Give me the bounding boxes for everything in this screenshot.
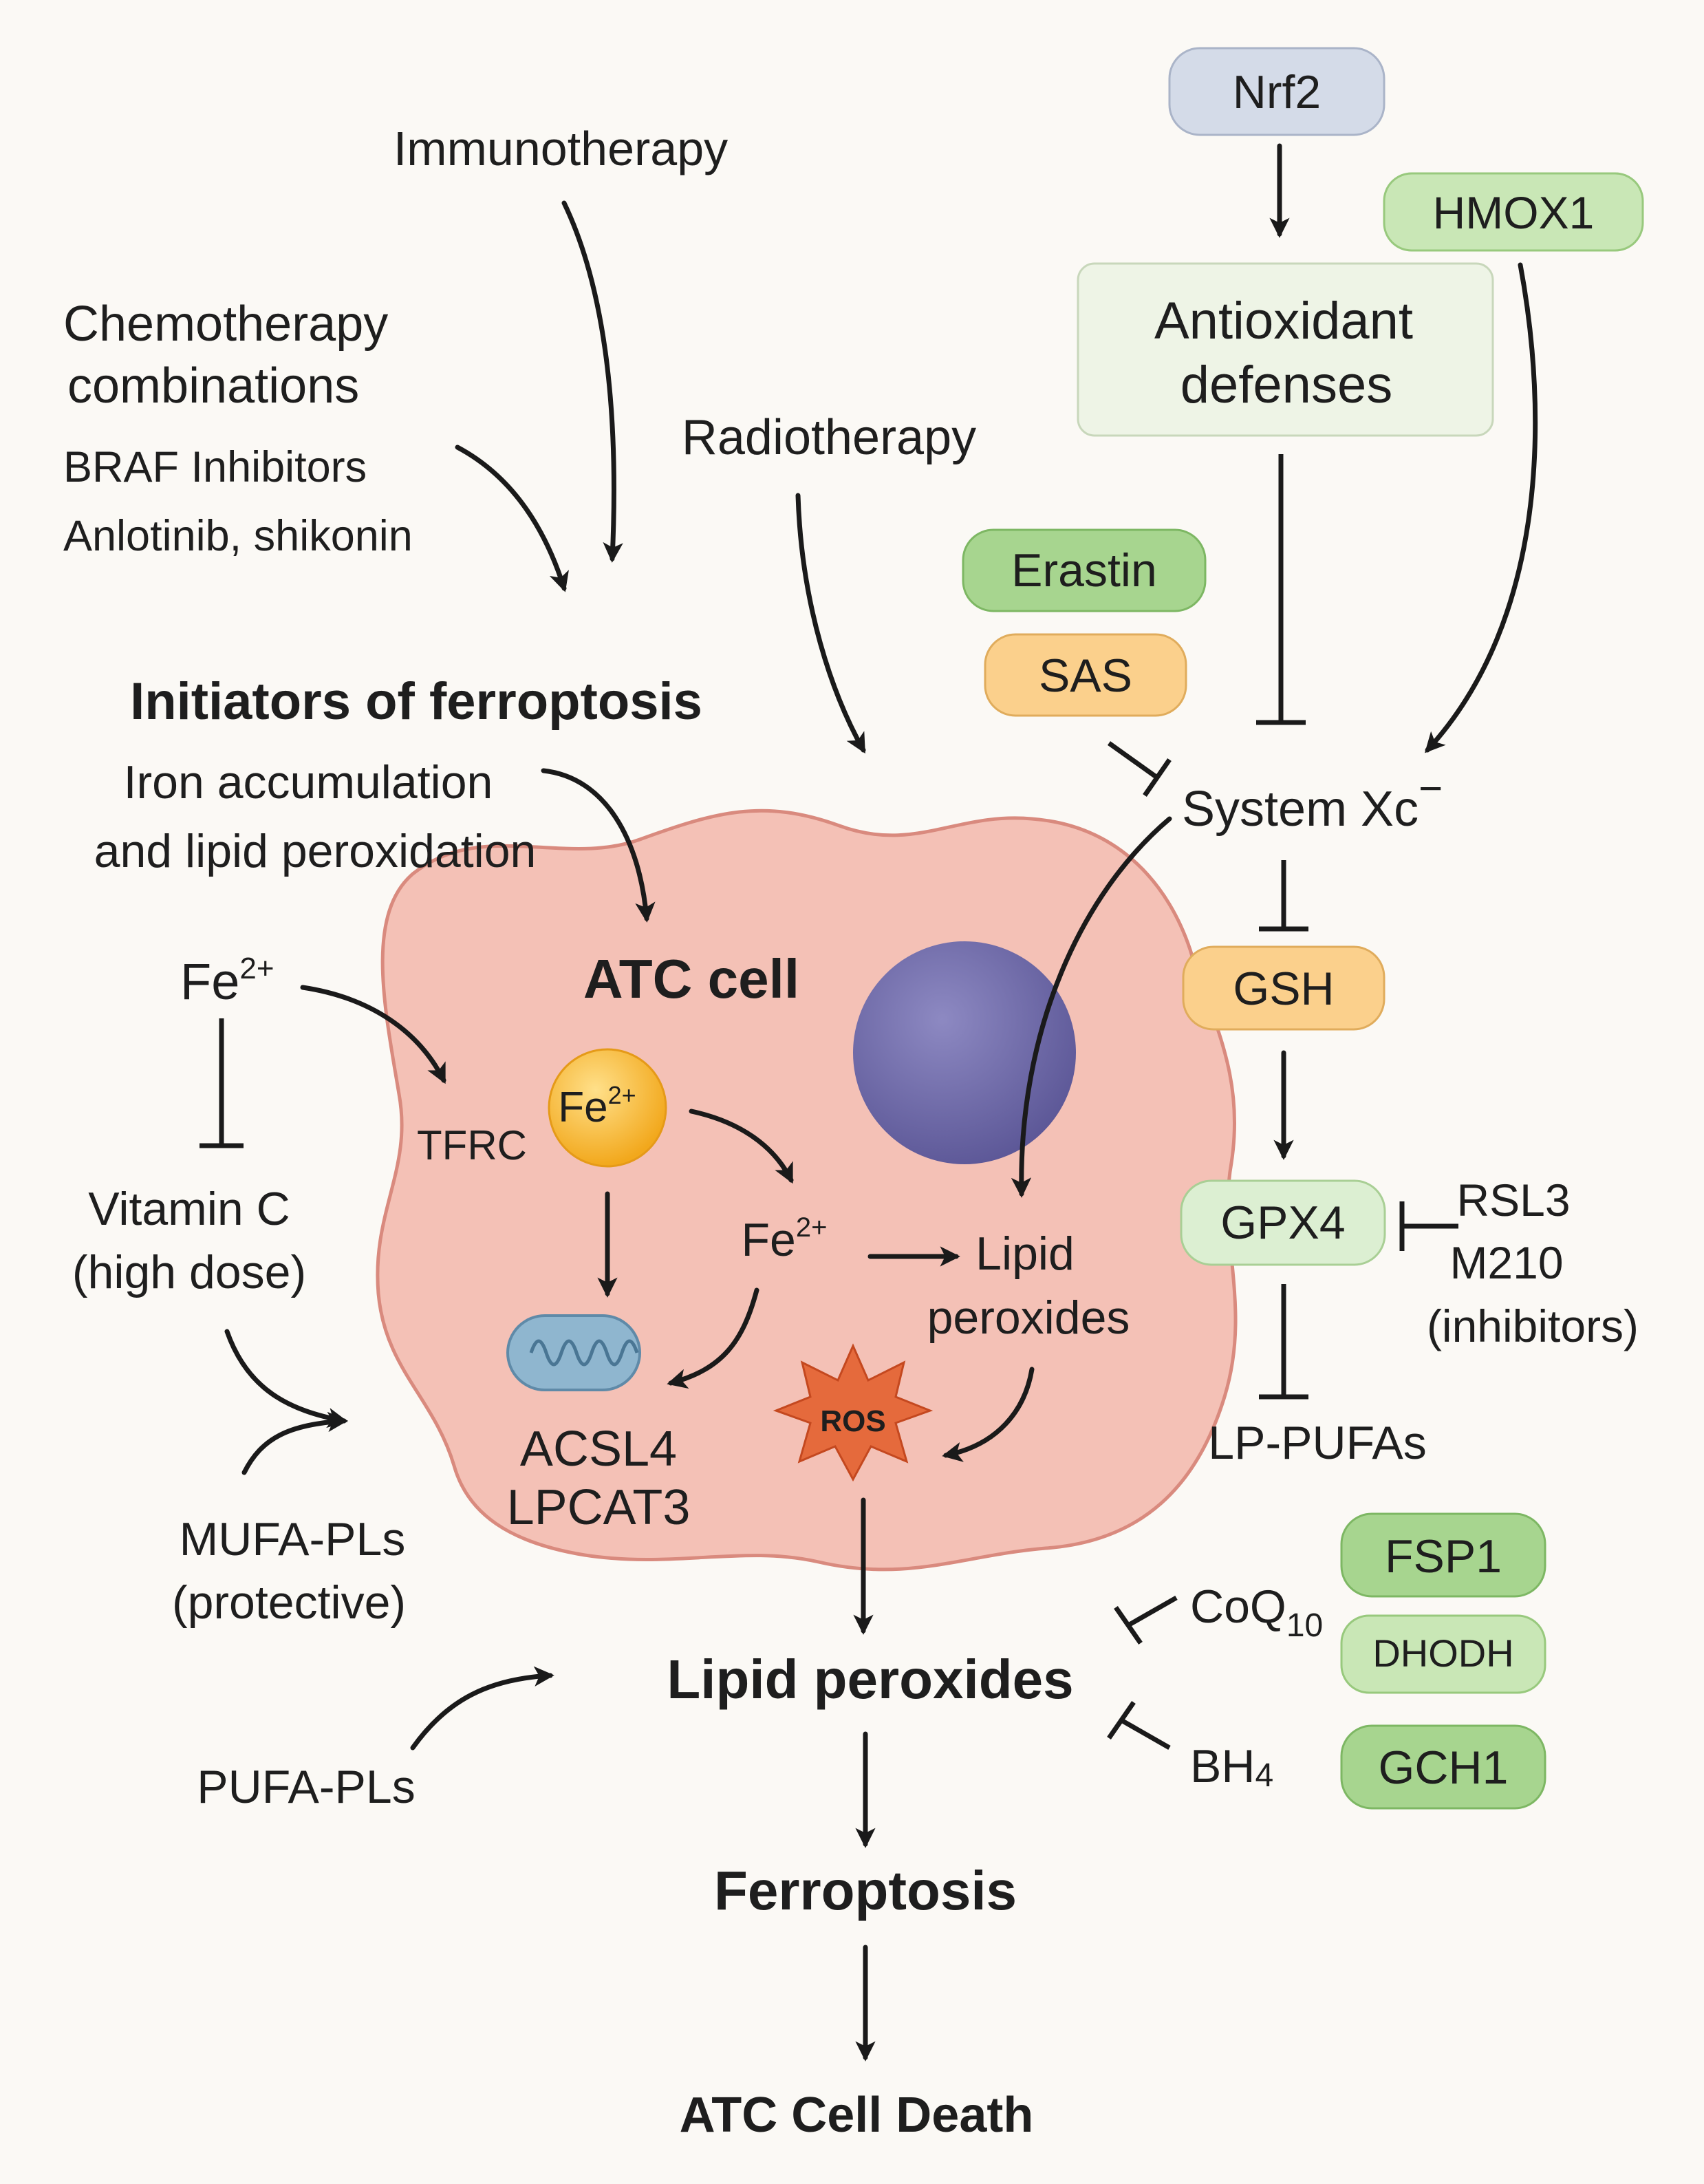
inhibit-rsl3-gpx4 [1399,1201,1458,1251]
arrow-fe-to-acsl4 [667,1287,759,1389]
nrf2-pill [1168,47,1385,136]
combinations-label: combinations [67,358,359,414]
pufa-pls-label: PUFA-PLs [197,1761,415,1813]
atc-cell-title: ATC cell [583,948,799,1009]
ros-burst-icon [773,1343,934,1482]
gsh-label: GSH [1233,963,1334,1015]
nrf2-label: Nrf2 [1233,66,1321,118]
arrow-immunotherapy [561,200,623,563]
mitochondrion-icon [506,1314,641,1391]
ferroptosis-title: Ferroptosis [714,1860,1017,1921]
inhibit-bh4-lipid [1107,1701,1171,1751]
sas-label: SAS [1039,650,1132,702]
fe-free-label: Fe2+ [742,1212,828,1266]
braf-inhibitors-label: BRAF Inhibitors [63,443,367,491]
bh4-label: BH4 [1190,1740,1273,1794]
erastin-pill [962,528,1207,612]
arrow-lipid-to-ros [942,1367,1035,1462]
fe-iron-ball [548,1048,667,1168]
dhodh-pill [1340,1614,1546,1694]
fe-left-label: Fe2+ [180,952,274,1010]
inhibit-coq-lipid [1114,1595,1178,1645]
arrow-ball-to-fe [689,1109,794,1184]
acsl4-label: ACSL4 [520,1422,677,1477]
vitamin-c-label: Vitamin C [88,1183,290,1235]
antioxidant-defenses-box [1077,262,1494,437]
gpx4-pill [1180,1179,1386,1266]
chemotherapy-label: Chemotherapy [63,297,388,352]
arrow-mufa-to-cell [241,1411,348,1475]
ros-label: ROS [820,1404,885,1438]
arrow-fe-to-tfrc [300,985,446,1084]
erastin-label: Erastin [1011,544,1157,597]
fsp1-pill [1340,1512,1546,1598]
inhibitors-label: (inhibitors) [1427,1300,1639,1351]
fsp1-label: FSP1 [1385,1530,1502,1583]
inhibit-defenses-xc [1256,454,1306,725]
inhibit-gpx4-lppufas [1259,1284,1308,1400]
anlotinib-shikonin-label: Anlotinib, shikonin [63,512,413,560]
mufa-pls-label: MUFA-PLs [180,1513,406,1565]
arrow-xc-to-lipid [1011,816,1172,1198]
arrow-pufa-to-lipid [410,1666,554,1751]
lipid-peroxidation-label: and lipid peroxidation [94,825,537,877]
high-dose-label: (high dose) [72,1246,306,1298]
system-xc-label: System Xc− [1182,765,1443,837]
antioxidant-label: Antioxidant [1154,292,1413,350]
cell-lipid-label: Lipid [975,1228,1075,1280]
hmox1-label: HMOX1 [1433,187,1595,238]
initiators-title: Initiators of ferroptosis [130,672,702,731]
fe-ball-label: Fe2+ [558,1081,636,1131]
nucleus [853,941,1076,1164]
protective-label: (protective) [172,1576,406,1629]
lp-pufas-label: LP-PUFAs [1208,1417,1426,1469]
radiotherapy-label: Radiotherapy [682,410,976,465]
gch1-label: GCH1 [1379,1742,1509,1794]
gpx4-label: GPX4 [1220,1197,1345,1249]
hmox1-pill [1383,172,1644,252]
arrow-chemotherapy [455,445,569,592]
tfrc-label: TFRC [417,1122,527,1168]
defenses-label: defenses [1180,356,1392,414]
arrow-vitc-to-cell [224,1329,348,1428]
dhodh-label: DHODH [1372,1631,1513,1675]
m210-label: M210 [1449,1237,1563,1288]
lipid-peroxides-title: Lipid peroxides [667,1649,1073,1710]
iron-accumulation-label: Iron accumulation [124,756,493,809]
gch1-pill [1340,1724,1546,1810]
sas-pill [984,633,1187,717]
gsh-pill [1182,945,1385,1031]
arrow-hmox1-to-xc [1425,262,1538,753]
atc-cell-death-title: ATC Cell Death [680,2088,1034,2143]
arrow-radiotherapy [795,493,866,754]
coq10-label: CoQ10 [1190,1581,1323,1644]
lpcat3-label: LPCAT3 [507,1480,691,1535]
inhibit-sas-xc [1107,741,1172,797]
rsl3-label: RSL3 [1456,1175,1570,1225]
inhibit-fe-vitc [199,1018,244,1148]
immunotherapy-label: Immunotherapy [393,122,728,175]
cell-peroxides-label: peroxides [927,1292,1130,1344]
arrow-initiators-to-cell [541,768,656,923]
inhibit-xc-gsh [1259,860,1308,932]
